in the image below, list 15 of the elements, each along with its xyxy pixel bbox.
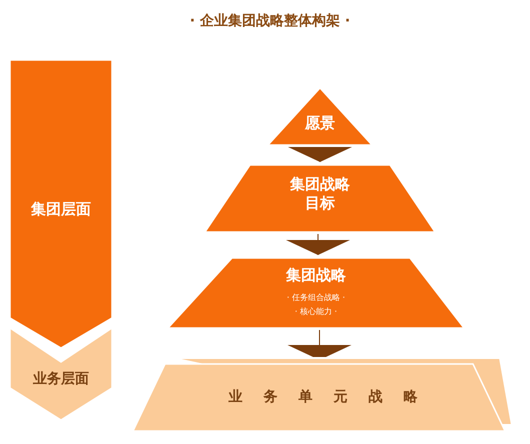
node-label: 集团层面 [30, 200, 92, 219]
node-label: 业务单元战略 [228, 388, 440, 406]
pyramid-tier [168, 258, 464, 328]
node-label: 集团战略目标 [289, 175, 351, 213]
node-label: 集团战略 [285, 266, 347, 285]
node-note: · 任务组合战略 · [286, 292, 346, 303]
pyramid-base [133, 358, 513, 431]
pyramid-triangle [268, 88, 372, 145]
node-label: 愿景 [304, 114, 336, 133]
chevron-band [10, 328, 112, 420]
chevron-band [10, 60, 112, 350]
pyramid-tier [205, 165, 435, 232]
node-note: · 核心能力 · [294, 306, 338, 317]
title: · 企业集团战略整体构架 · [188, 12, 352, 30]
node-label: 业务层面 [32, 370, 90, 388]
